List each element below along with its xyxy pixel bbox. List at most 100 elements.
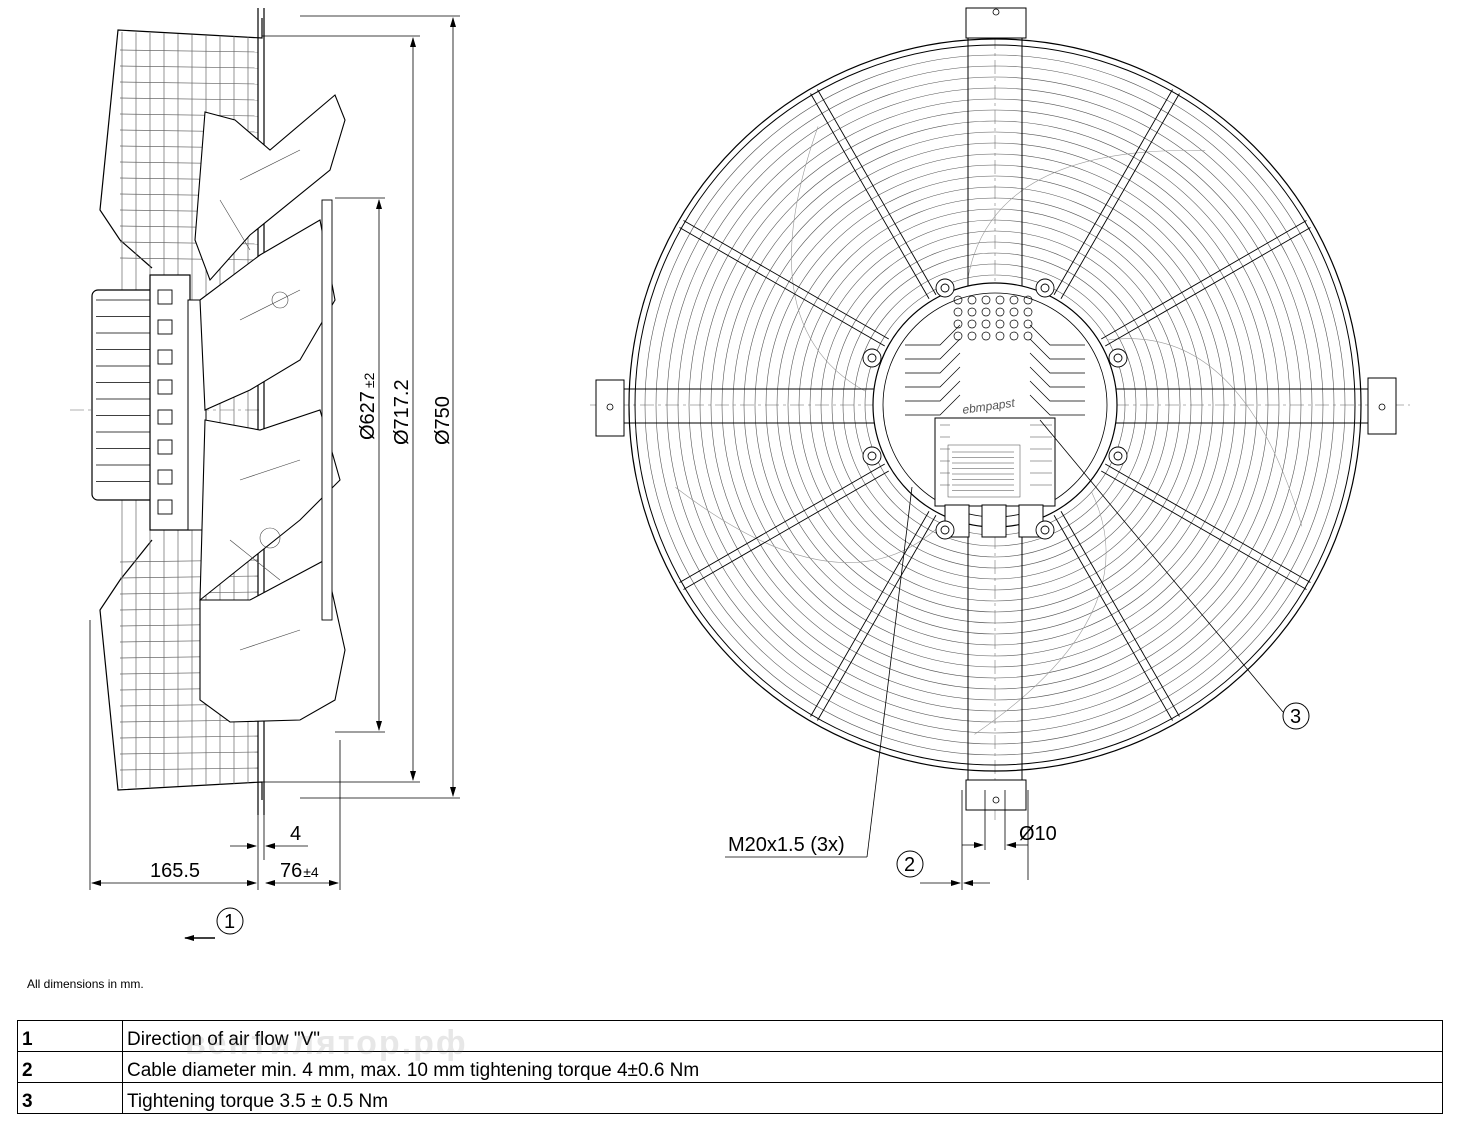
blade-edge xyxy=(239,459,301,481)
blade-outline xyxy=(1107,338,1303,527)
circuit-trace xyxy=(1029,366,1085,388)
blade-edge xyxy=(239,629,301,651)
heatsink-pin xyxy=(967,319,977,329)
guard-wire xyxy=(119,735,259,739)
guard-wire xyxy=(119,113,259,117)
dim-d10: Ø10 xyxy=(1019,823,1057,845)
guard-strut xyxy=(1053,89,1173,295)
heatsink-pin xyxy=(967,295,977,305)
svg-text:1: 1 xyxy=(224,911,235,933)
blade-outline xyxy=(675,487,943,563)
bolt xyxy=(157,469,173,485)
guard-ring xyxy=(666,76,1324,734)
guard-strut xyxy=(683,220,889,340)
heatsink-pin xyxy=(1023,295,1033,305)
svg-text:2: 2 xyxy=(904,854,915,876)
table-row: 3 Tightening torque 3.5 ± 0.5 Nm xyxy=(17,1082,1443,1114)
front-dimension-lines xyxy=(725,419,1284,890)
circuit-trace xyxy=(1029,394,1085,416)
heatsink-pin xyxy=(967,307,977,317)
guard-strut xyxy=(679,463,885,583)
blade-outline xyxy=(791,126,866,392)
heatsink-pin xyxy=(953,331,963,341)
heatsink-pin xyxy=(981,319,991,329)
guard-wire xyxy=(119,575,259,579)
heatsink-pin xyxy=(981,295,991,305)
legend-text: Tightening torque 3.5 ± 0.5 Nm xyxy=(122,1082,1443,1114)
legend-number: 1 xyxy=(17,1020,123,1052)
guard-wire xyxy=(119,97,259,101)
heatsink-pin xyxy=(1023,307,1033,317)
guard-ring xyxy=(842,252,1148,558)
circuit-trace xyxy=(905,324,961,346)
screw-head xyxy=(1040,525,1050,535)
heatsink-pin xyxy=(953,307,963,317)
heatsink-pin xyxy=(1023,331,1033,341)
side-dimension-lines xyxy=(89,15,460,941)
bolt xyxy=(157,319,173,335)
guard-strut xyxy=(1101,470,1307,590)
heatsink-pin xyxy=(953,295,963,305)
guard-ring xyxy=(776,186,1214,624)
guard-ring xyxy=(677,87,1313,723)
dim-76: 76±4 xyxy=(280,860,319,882)
front-labels: ebmpapst Ø10 M20x1.5 (3x) 2 3 xyxy=(728,396,1310,878)
guard-strut xyxy=(1101,220,1307,340)
blade-outline xyxy=(974,491,1107,735)
heatsink-pin xyxy=(1023,319,1033,329)
callout-1: 1 xyxy=(216,907,244,935)
guard-ring xyxy=(765,175,1225,635)
legend-text: Cable diameter min. 4 mm, max. 10 mm tig… xyxy=(122,1051,1443,1083)
screw-head xyxy=(1113,353,1123,363)
heatsink-pin xyxy=(981,307,991,317)
guard-wire xyxy=(119,751,259,755)
units-note: All dimensions in mm. xyxy=(27,977,144,991)
dim-4: 4 xyxy=(290,823,301,845)
thread-label: M20x1.5 (3x) xyxy=(728,834,845,856)
screw-head xyxy=(1113,451,1123,461)
guard-ring xyxy=(743,153,1247,657)
guard-ring xyxy=(853,263,1137,547)
blade-outline xyxy=(967,150,1206,278)
bolt xyxy=(157,409,173,425)
legend-table: 1 Direction of air flow "V" 2 Cable diam… xyxy=(17,1020,1443,1114)
screw-head xyxy=(867,353,877,363)
table-row: 2 Cable diameter min. 4 mm, max. 10 mm t… xyxy=(17,1051,1443,1083)
guard-wire xyxy=(119,767,259,771)
guard-ring xyxy=(721,131,1269,679)
guard-ring xyxy=(809,219,1181,591)
legend-text: Direction of air flow "V" xyxy=(122,1020,1443,1052)
hub-detail xyxy=(271,291,289,309)
guard-wire xyxy=(119,257,259,261)
guard-ring xyxy=(688,98,1302,712)
circuit-trace xyxy=(905,338,961,360)
circuit-trace xyxy=(905,394,961,416)
circuit-trace xyxy=(1029,324,1085,346)
guard-strut xyxy=(1060,511,1180,717)
guard-wire xyxy=(119,591,259,595)
heatsink-pin xyxy=(1009,319,1019,329)
warning-label xyxy=(947,444,1021,498)
guard-strut xyxy=(1060,93,1180,299)
guard-wire xyxy=(119,65,259,69)
guard-ring xyxy=(787,197,1203,613)
callout-3: 3 xyxy=(1282,702,1310,730)
callout-2: 2 xyxy=(896,850,924,878)
circuit-trace xyxy=(905,352,961,374)
guard-ring xyxy=(820,230,1170,580)
heatsink-pin xyxy=(1009,307,1019,317)
blade-edge xyxy=(229,539,281,581)
screw-head xyxy=(940,283,950,293)
guard-strut xyxy=(817,515,937,721)
heatsink-pin xyxy=(995,307,1005,317)
guard-ring xyxy=(710,120,1280,690)
guard-strut xyxy=(679,227,885,347)
guard-ring xyxy=(644,54,1346,756)
guard-strut xyxy=(817,89,937,295)
blade-edge xyxy=(239,289,301,321)
guard-strut xyxy=(683,470,889,590)
bolt xyxy=(157,499,173,515)
guard-ring xyxy=(732,142,1258,668)
dim-d750: Ø750 xyxy=(432,396,454,445)
heatsink-pin xyxy=(995,331,1005,341)
